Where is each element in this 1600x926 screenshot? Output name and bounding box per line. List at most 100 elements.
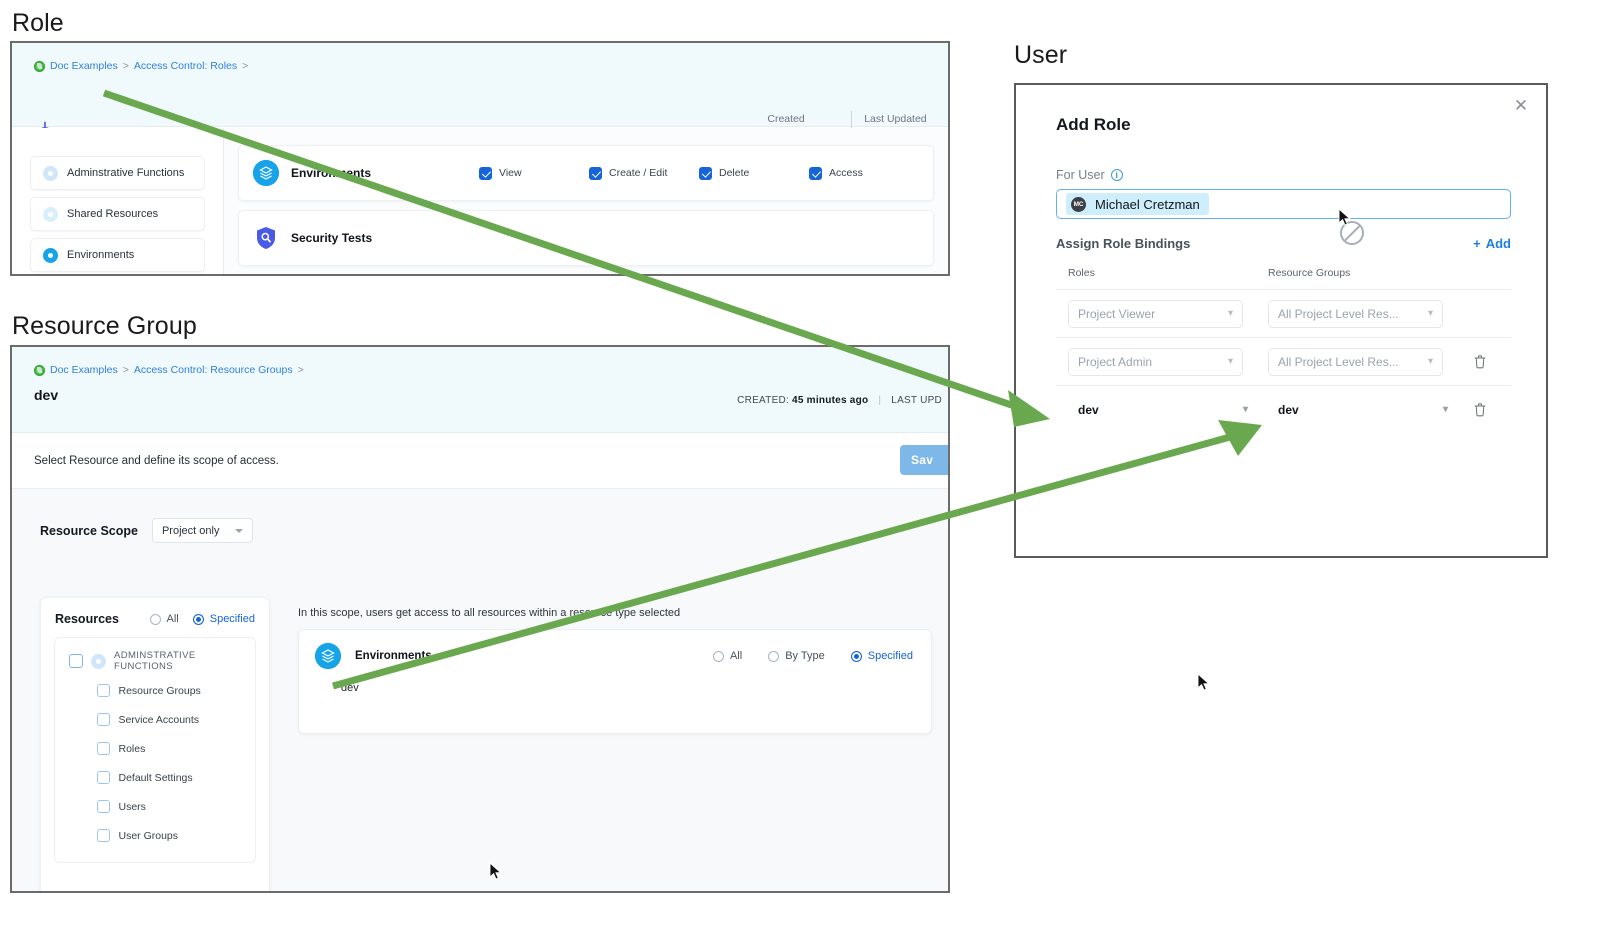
table-header: Roles Resource Groups xyxy=(1056,267,1511,289)
plus-icon: + xyxy=(1473,236,1481,251)
rg-meta-divider: | xyxy=(878,395,882,406)
rg-subtitle: Select Resource and define its scope of … xyxy=(34,454,279,467)
checkbox-icon[interactable] xyxy=(699,166,712,180)
save-button[interactable]: Sav xyxy=(900,445,948,475)
add-role-dialog: ✕ Add Role For User i MC Michael Cretzma… xyxy=(1014,83,1548,558)
checkbox-icon[interactable] xyxy=(809,166,822,180)
nav-item-label: Environments xyxy=(67,249,135,261)
category-dot-icon xyxy=(43,247,58,263)
for-user-label: For User xyxy=(1056,168,1105,182)
rg-meta-updated-label: LAST UPD xyxy=(891,395,942,406)
permission-checkboxes: View Create / Edit Delete Access xyxy=(479,166,919,180)
checkbox-icon[interactable] xyxy=(97,684,110,697)
checkbox-icon[interactable] xyxy=(589,166,602,180)
breadcrumb-section[interactable]: Access Control: Roles xyxy=(133,60,238,72)
checkbox-icon[interactable] xyxy=(97,771,110,784)
tree-item-default-settings[interactable]: Default Settings xyxy=(55,763,255,792)
resource-group-value: All Project Level Res... xyxy=(1278,306,1399,321)
role-select[interactable]: dev ▾ xyxy=(1068,396,1258,424)
permission-label: Create / Edit xyxy=(609,167,668,179)
rg-breadcrumb-section[interactable]: Access Control: Resource Groups xyxy=(133,364,293,376)
avatar: MC xyxy=(1071,196,1086,212)
resources-radio-specified[interactable]: Specified xyxy=(190,611,255,627)
rg-breadcrumb-project[interactable]: Doc Examples xyxy=(50,364,118,376)
checkbox-icon[interactable] xyxy=(97,829,110,842)
scope-selected-item: dev xyxy=(341,682,359,694)
no-drop-cursor-icon xyxy=(1340,221,1364,245)
radio-icon[interactable] xyxy=(149,613,161,625)
tree-item-user-groups[interactable]: User Groups xyxy=(55,821,255,850)
delete-binding-button[interactable] xyxy=(1473,402,1487,417)
radio-icon[interactable] xyxy=(190,611,206,627)
info-icon[interactable]: i xyxy=(1110,169,1123,181)
delete-binding-button[interactable] xyxy=(1473,354,1487,369)
resource-group-select[interactable]: All Project Level Res... ▾ xyxy=(1268,347,1443,376)
breadcrumb[interactable]: Doc Examples > Access Control: Roles > xyxy=(34,60,248,72)
checkbox-icon[interactable] xyxy=(97,713,110,726)
caption-user: User xyxy=(1014,41,1068,69)
checkbox-icon[interactable] xyxy=(69,654,83,668)
checkbox-icon[interactable] xyxy=(97,800,110,813)
role-select[interactable]: Project Admin ▾ xyxy=(1068,347,1243,376)
nav-item-shared-resources[interactable]: Shared Resources xyxy=(30,197,205,231)
table-row: dev ▾ dev ▾ xyxy=(1056,385,1511,433)
permission-access[interactable]: Access xyxy=(809,166,919,180)
scope-radio-by-type[interactable]: By Type xyxy=(768,650,825,662)
radio-label: Specified xyxy=(867,650,913,662)
resources-panel: Resources All Specified xyxy=(40,597,270,891)
chevron-down-icon: ▾ xyxy=(1227,308,1233,319)
rg-meta-created-value: 45 minutes ago xyxy=(792,395,869,406)
rg-content: Resource Scope Project only Resources Al… xyxy=(12,489,948,891)
permission-create-edit[interactable]: Create / Edit xyxy=(589,166,699,180)
resource-scope-value: Project only xyxy=(161,524,220,537)
radio-icon[interactable] xyxy=(848,648,864,664)
breadcrumb-separator-2: > xyxy=(242,60,249,72)
role-meta-updated-label: Last Updated xyxy=(864,113,927,125)
scope-radio-specified[interactable]: Specified xyxy=(848,648,913,664)
chevron-down-icon: ▾ xyxy=(1242,404,1248,415)
checkbox-icon[interactable] xyxy=(479,166,492,180)
tree-item-resource-groups[interactable]: Resource Groups xyxy=(55,676,255,705)
resources-radio-all[interactable]: All xyxy=(149,613,179,625)
column-header-resource-groups: Resource Groups xyxy=(1268,267,1351,279)
resource-group-select[interactable]: dev ▾ xyxy=(1268,396,1458,424)
nav-item-label: Adminstrative Functions xyxy=(67,167,185,179)
selected-user-chip[interactable]: MC Michael Cretzman xyxy=(1066,193,1209,215)
rg-header-band: Doc Examples > Access Control: Resource … xyxy=(12,347,948,433)
chevron-down-icon xyxy=(235,528,244,533)
chevron-down-icon: ▾ xyxy=(1427,308,1433,319)
resource-group-select[interactable]: All Project Level Res... ▾ xyxy=(1268,299,1443,328)
rg-breadcrumb[interactable]: Doc Examples > Access Control: Resource … xyxy=(34,364,304,376)
category-dot-icon xyxy=(43,165,58,181)
radio-icon[interactable] xyxy=(712,650,724,662)
radio-icon[interactable] xyxy=(768,650,780,662)
nav-item-environments[interactable]: Environments xyxy=(30,238,205,272)
nav-item-administrative-functions[interactable]: Adminstrative Functions xyxy=(30,156,205,190)
add-binding-button[interactable]: + Add xyxy=(1473,236,1511,251)
rg-subtitle-bar: Select Resource and define its scope of … xyxy=(12,433,948,489)
role-panel: Doc Examples > Access Control: Roles > C… xyxy=(10,41,950,276)
checkbox-icon[interactable] xyxy=(97,742,110,755)
resource-scope-select[interactable]: Project only xyxy=(151,518,254,543)
scope-radio-all[interactable]: All xyxy=(712,650,742,662)
permission-row-name: Security Tests xyxy=(291,231,373,245)
role-body: Adminstrative Functions Shared Resources… xyxy=(12,128,948,274)
tree-group-header[interactable]: ADMINSTRATIVE FUNCTIONS xyxy=(55,650,255,672)
environments-icon xyxy=(253,160,279,186)
permission-row-name: Environments xyxy=(291,166,372,180)
user-select-input[interactable]: MC Michael Cretzman xyxy=(1056,189,1511,219)
close-icon[interactable]: ✕ xyxy=(1513,96,1529,115)
permission-view[interactable]: View xyxy=(479,166,589,180)
role-select[interactable]: Project Viewer ▾ xyxy=(1068,299,1243,328)
tree-item-service-accounts[interactable]: Service Accounts xyxy=(55,705,255,734)
breadcrumb-project[interactable]: Doc Examples xyxy=(50,60,118,72)
tree-item-label: Resource Groups xyxy=(118,684,201,697)
tree-item-roles[interactable]: Roles xyxy=(55,734,255,763)
resource-scope-row: Resource Scope Project only xyxy=(40,518,948,543)
permission-delete[interactable]: Delete xyxy=(699,166,809,180)
tree-item-users[interactable]: Users xyxy=(55,792,255,821)
resource-group-value: dev xyxy=(1278,402,1299,417)
resource-scope-label: Resource Scope xyxy=(40,523,138,538)
table-row: Project Admin ▾ All Project Level Res...… xyxy=(1056,337,1511,385)
radio-label: Specified xyxy=(209,613,255,625)
